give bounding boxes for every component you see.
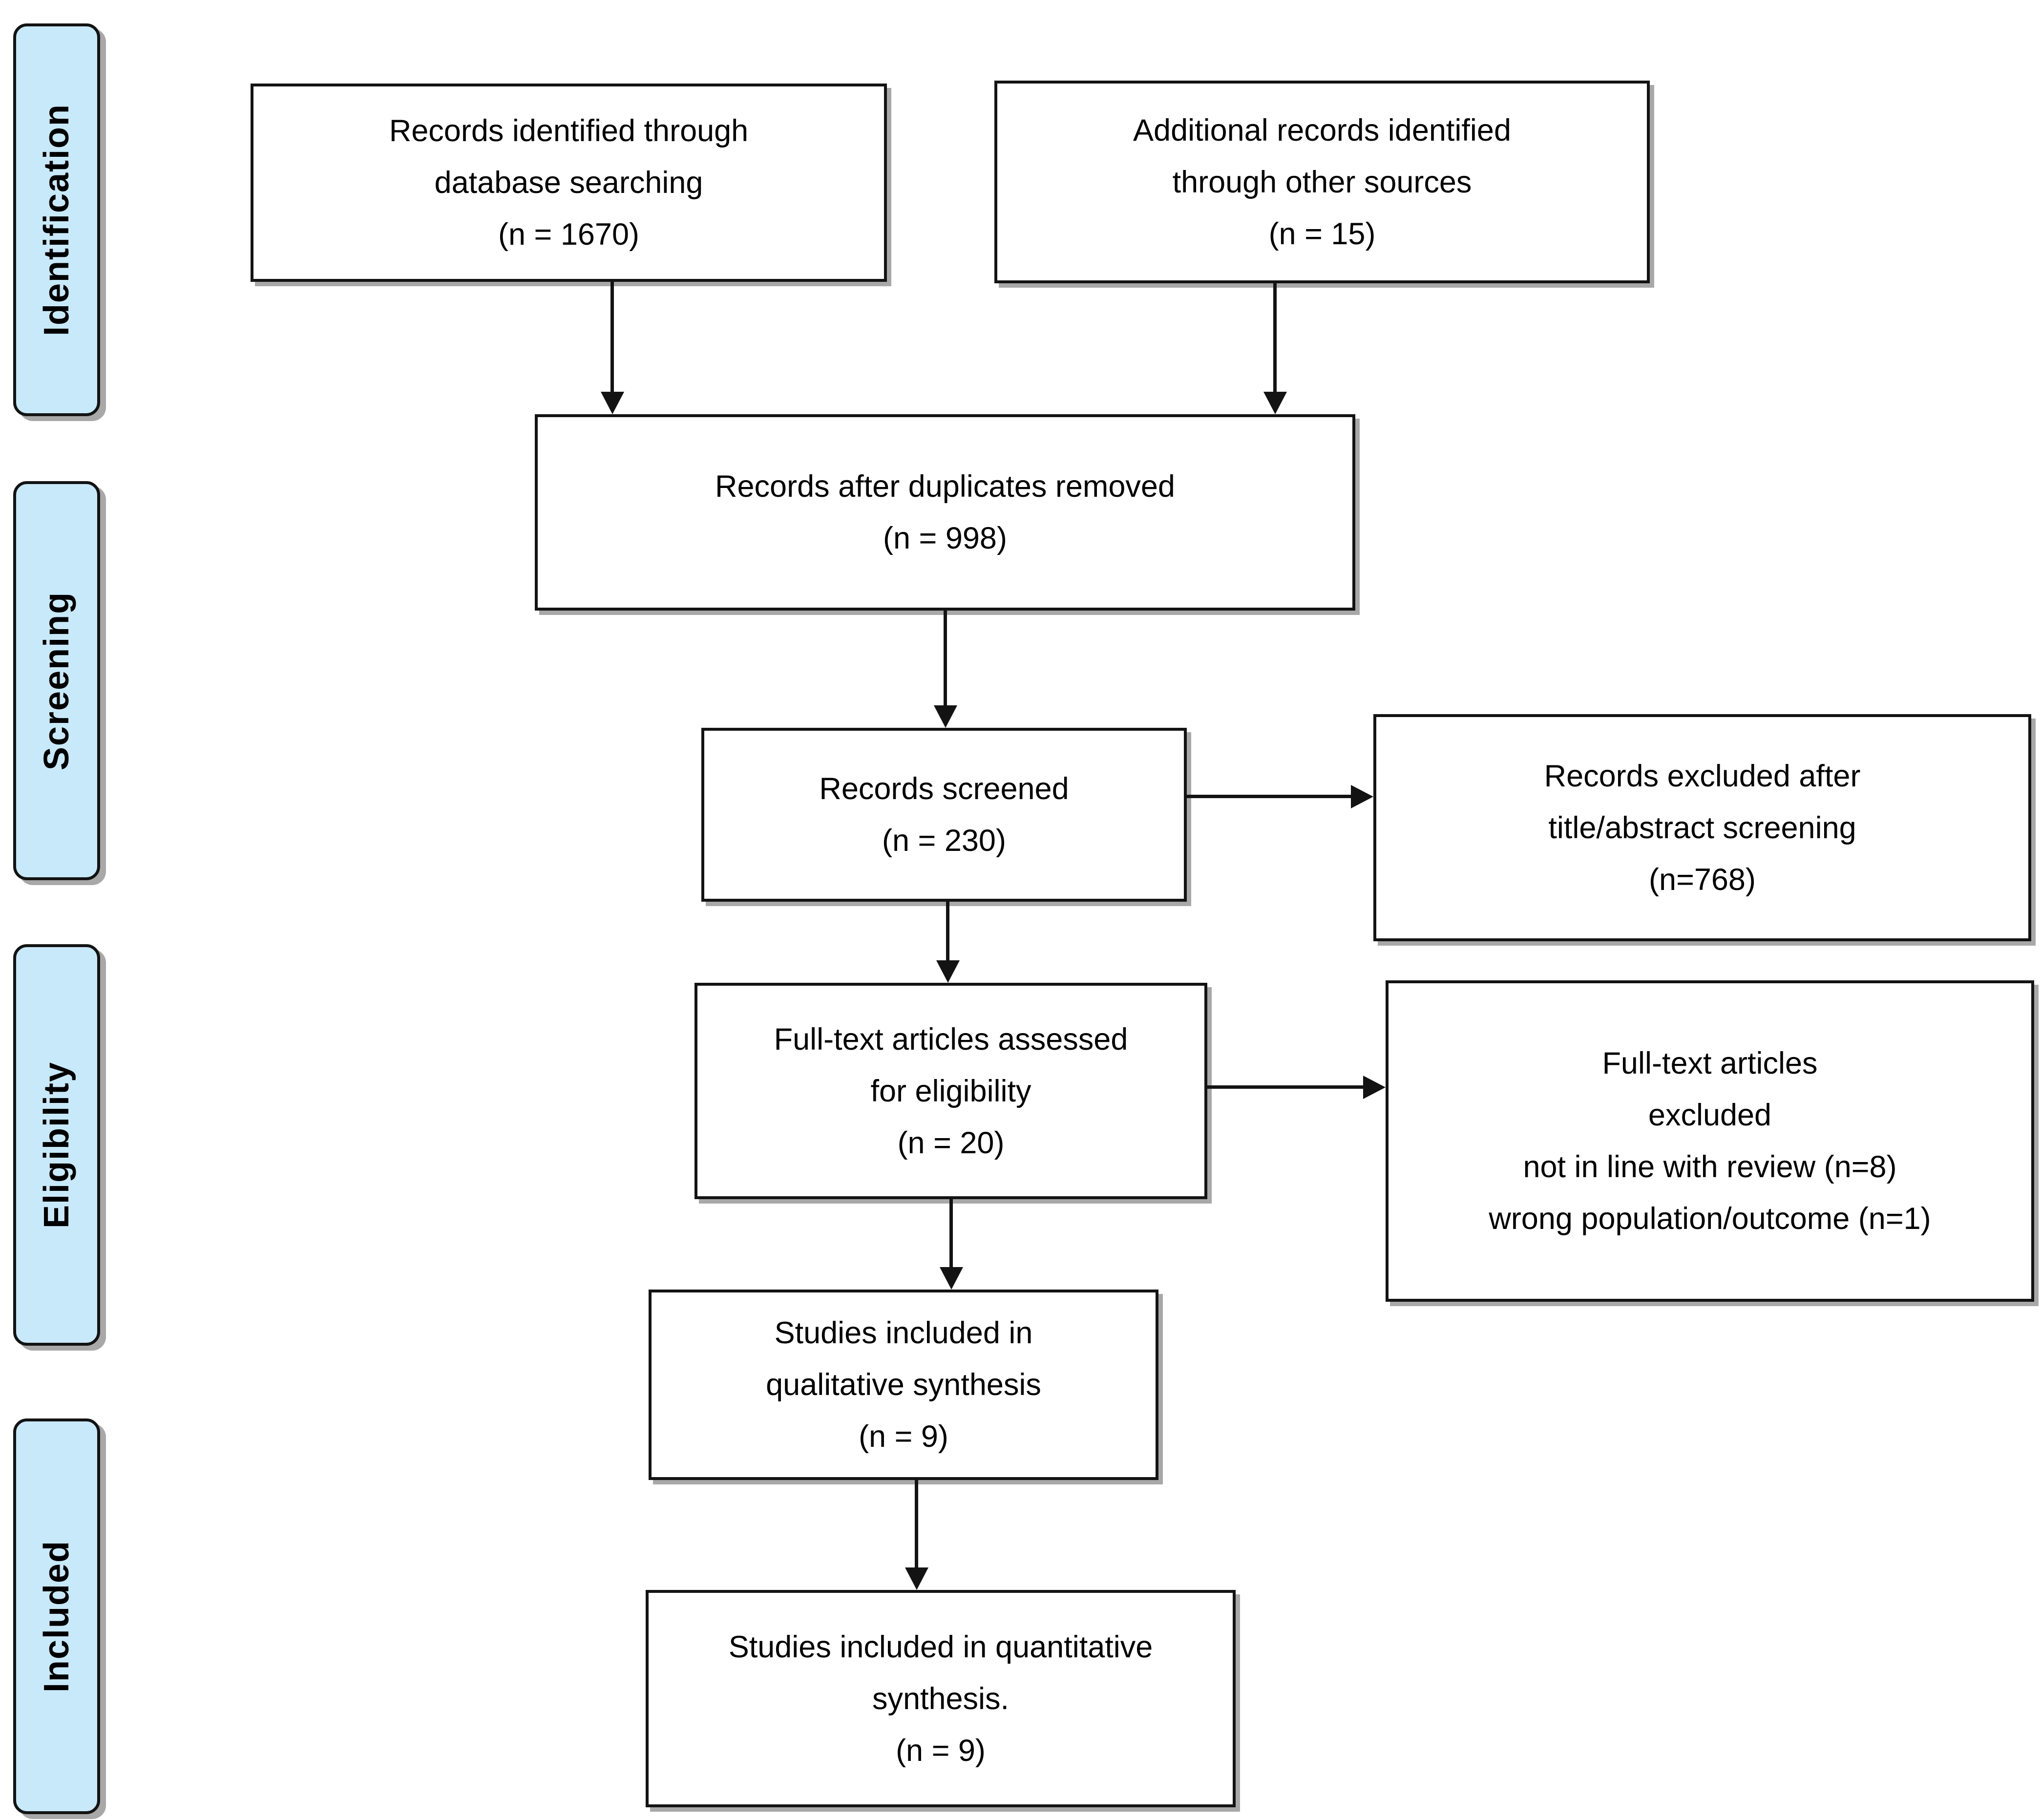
box-fulltext-assessed: Full-text articles assessed for eligibil… xyxy=(694,983,1207,1199)
box-records-identified-database: Records identified through database sear… xyxy=(251,84,887,282)
box-line: not in line with review (n=8) xyxy=(1523,1150,1897,1184)
box-line: database searching xyxy=(434,166,703,200)
box-line: (n = 230) xyxy=(882,824,1006,858)
arrow-othersources-to-dedup xyxy=(1273,283,1277,392)
box-line: wrong population/outcome (n=1) xyxy=(1489,1202,1931,1236)
box-line: qualitative synthesis xyxy=(766,1368,1041,1402)
box-line: for eligibility xyxy=(870,1074,1031,1108)
arrow-fulltext-to-excluded xyxy=(1207,1085,1363,1089)
stage-screening: Screening xyxy=(13,481,100,880)
box-line: excluded xyxy=(1648,1098,1772,1132)
box-line: through other sources xyxy=(1172,165,1472,199)
stage-eligibility-label: Eligibility xyxy=(37,1061,76,1229)
stage-eligibility: Eligibility xyxy=(13,944,100,1346)
arrow-dedup-to-screened xyxy=(944,611,947,705)
box-line: (n=768) xyxy=(1649,862,1756,897)
box-line: Additional records identified xyxy=(1133,113,1511,148)
stage-included: Included xyxy=(13,1418,100,1814)
box-line: (n = 9) xyxy=(896,1733,986,1768)
arrow-dbsearch-to-dedup xyxy=(610,282,614,392)
box-line: Studies included in quantitative xyxy=(728,1630,1153,1664)
stage-identification-label: Identification xyxy=(37,104,76,336)
box-records-screened: Records screened (n = 230) xyxy=(701,728,1187,902)
box-line: Records after duplicates removed xyxy=(715,469,1175,504)
box-qualitative-synthesis: Studies included in qualitative synthesi… xyxy=(649,1290,1158,1480)
box-line: Records excluded after xyxy=(1544,759,1861,793)
arrow-screened-to-fulltext xyxy=(946,902,949,960)
box-line: title/abstract screening xyxy=(1548,810,1856,845)
box-line: Full-text articles assessed xyxy=(774,1022,1128,1057)
stage-screening-label: Screening xyxy=(37,591,76,770)
arrow-fulltext-to-qualitative xyxy=(949,1199,953,1267)
box-additional-records-other-sources: Additional records identified through ot… xyxy=(994,81,1650,283)
box-line: (n = 15) xyxy=(1268,216,1376,251)
box-records-after-duplicates: Records after duplicates removed (n = 99… xyxy=(535,414,1355,611)
stage-included-label: Included xyxy=(37,1540,77,1693)
box-line: (n = 20) xyxy=(897,1125,1005,1160)
box-line: Studies included in xyxy=(774,1316,1033,1350)
box-quantitative-synthesis: Studies included in quantitative synthes… xyxy=(646,1590,1236,1807)
stage-identification: Identification xyxy=(13,23,100,416)
box-line: (n = 9) xyxy=(859,1419,948,1454)
box-fulltext-excluded: Full-text articles excluded not in line … xyxy=(1386,980,2034,1302)
arrow-screened-to-excluded xyxy=(1187,795,1351,798)
box-line: Records screened xyxy=(819,772,1069,806)
box-records-excluded-screening: Records excluded after title/abstract sc… xyxy=(1373,714,2031,941)
box-line: Records identified through xyxy=(389,114,749,148)
arrow-qualitative-to-quantitative xyxy=(915,1480,918,1567)
box-line: (n = 998) xyxy=(883,521,1007,555)
box-line: synthesis. xyxy=(872,1681,1010,1716)
box-line: (n = 1670) xyxy=(498,217,639,252)
box-line: Full-text articles xyxy=(1602,1046,1818,1080)
